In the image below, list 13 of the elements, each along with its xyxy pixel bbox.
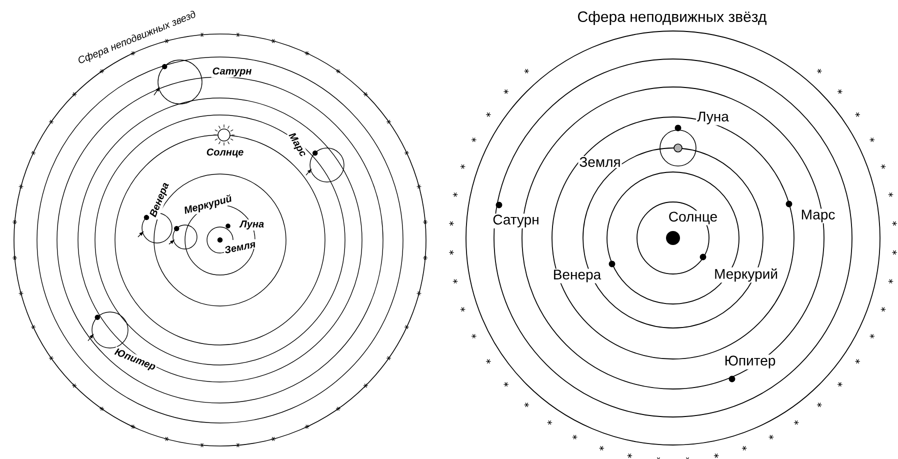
planet-label: Венера [552, 268, 602, 284]
planet-label: Юпитер [723, 354, 777, 370]
planet-label: Земля [222, 239, 258, 255]
planet-label: Земля [578, 156, 622, 168]
planet-label: Луна [696, 110, 730, 126]
planet-label: Меркурий [713, 267, 779, 283]
planet-label: Луна [238, 220, 266, 230]
planet-label: Сатурн [211, 66, 253, 78]
planet-label: Солнце [205, 148, 245, 158]
planet-label: Марс [800, 208, 836, 224]
planet-label: Сатурн [492, 214, 540, 228]
sphere-label: Сфера неподвижных звёзд [576, 10, 768, 26]
planet-label: Солнце [667, 210, 719, 226]
